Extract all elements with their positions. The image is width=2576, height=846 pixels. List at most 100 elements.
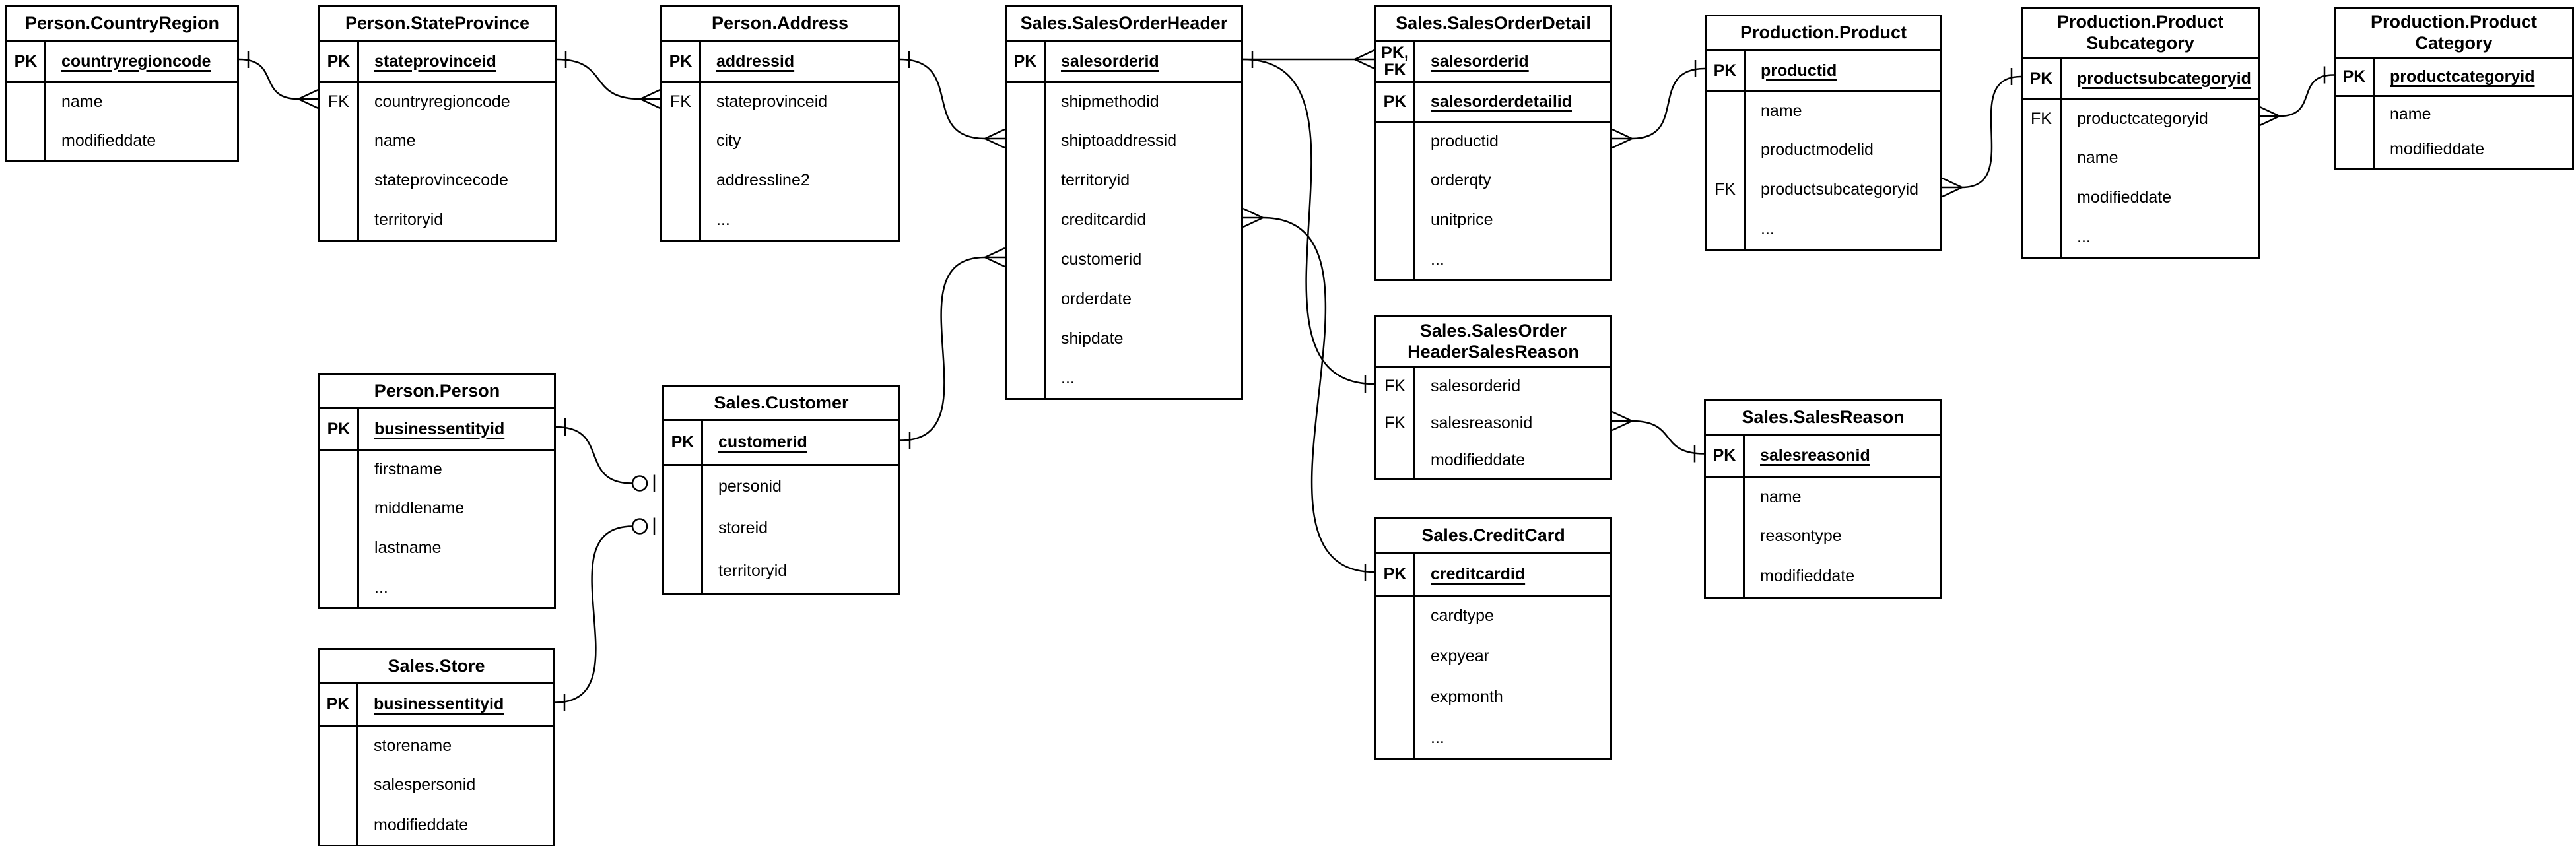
column-name: salesreasonid [1760, 446, 1870, 465]
column-name: businessentityid [374, 695, 504, 713]
table-row: salespersonid [320, 765, 553, 805]
column-name: shipmethodid [1061, 92, 1159, 111]
column-name: countryregioncode [61, 51, 211, 71]
relationship-salesorderheader-salesorderdetail [1243, 49, 1375, 70]
relationship-customer-salesorderheader [900, 247, 1005, 449]
table-row: modifieddate [2336, 131, 2572, 168]
table-row: PK businessentityid [320, 684, 553, 725]
relationship-stateprovince-address [556, 51, 661, 110]
key-label: FK [2031, 110, 2052, 129]
table-title: Person.Person [320, 375, 554, 409]
column-name: orderqty [1431, 170, 1491, 189]
column-name: ... [2077, 227, 2091, 246]
key-label: FK [1714, 179, 1736, 199]
column-name: productsubcategoryid [1761, 179, 1919, 199]
column-name: modifieddate [374, 816, 469, 834]
table-row: storename [320, 725, 553, 765]
table-row: FK stateprovinceid [662, 81, 898, 121]
column-name: lastname [374, 538, 442, 557]
table-title: Person.CountryRegion [7, 7, 237, 42]
table-title: Sales.SalesReason [1706, 401, 1940, 436]
table-row: productmodelid [1707, 130, 1940, 170]
column-name: salesreasonid [1431, 413, 1533, 432]
relationship-salesorderdetail-product [1611, 60, 1705, 149]
column-name: productcategoryid [2390, 67, 2535, 86]
relationship-person-customer [555, 418, 656, 492]
table-row: ... [662, 200, 898, 240]
column-name: addressline2 [716, 170, 810, 189]
column-name: name [1761, 102, 1802, 120]
column-name: salesorderid [1061, 51, 1159, 71]
column-name: customerid [718, 433, 807, 451]
column-name: productcategoryid [2077, 110, 2208, 128]
column-name: salesorderdetailid [1431, 92, 1572, 111]
column-name: name [2390, 104, 2431, 123]
table-title: Sales.SalesOrderDetail [1376, 7, 1610, 42]
table-title: Sales.Store [320, 650, 553, 684]
key-label: FK [670, 92, 691, 112]
table-row: name [2336, 95, 2572, 131]
column-name: ... [1061, 368, 1075, 387]
table-row: firstname [320, 449, 554, 488]
table-row: name [2023, 138, 2258, 178]
table-row: creditcardid [1007, 200, 1241, 240]
table-row: name [7, 81, 237, 121]
relationship-salesorderheader-creditcard [1242, 207, 1375, 581]
column-name: stateprovincecode [374, 170, 508, 189]
table-row: unitprice [1376, 200, 1610, 240]
column-name: ... [716, 210, 730, 229]
table-row: name [320, 121, 555, 160]
column-name: territoryid [374, 210, 444, 229]
column-name: cardtype [1431, 606, 1494, 625]
table-title: Sales.SalesOrder HeaderSalesReason [1376, 317, 1610, 368]
table-title: Sales.CreditCard [1376, 519, 1610, 554]
column-name: name [374, 131, 416, 150]
table-row: orderqty [1376, 160, 1610, 200]
table-row: territoryid [320, 200, 555, 240]
table-row: lastname [320, 528, 554, 568]
table-row: ... [1376, 717, 1610, 758]
table-row: expmonth [1376, 676, 1610, 717]
table-title: Sales.Customer [664, 387, 898, 421]
relationship-sohsalesreason-salesreason [1611, 410, 1705, 463]
table-title: Production.Product [1707, 16, 1940, 51]
table-row: stateprovincecode [320, 160, 555, 200]
column-name: productid [1761, 61, 1837, 80]
column-name: modifieddate [2390, 140, 2485, 158]
table-row: ... [1376, 240, 1610, 279]
relationship-address-salesorderheader [899, 51, 1005, 149]
key-label: PK [326, 695, 350, 714]
column-name: stateprovinceid [716, 92, 828, 111]
column-name: customerid [1061, 249, 1142, 269]
column-name: city [716, 131, 741, 150]
column-name: salespersonid [374, 775, 476, 794]
